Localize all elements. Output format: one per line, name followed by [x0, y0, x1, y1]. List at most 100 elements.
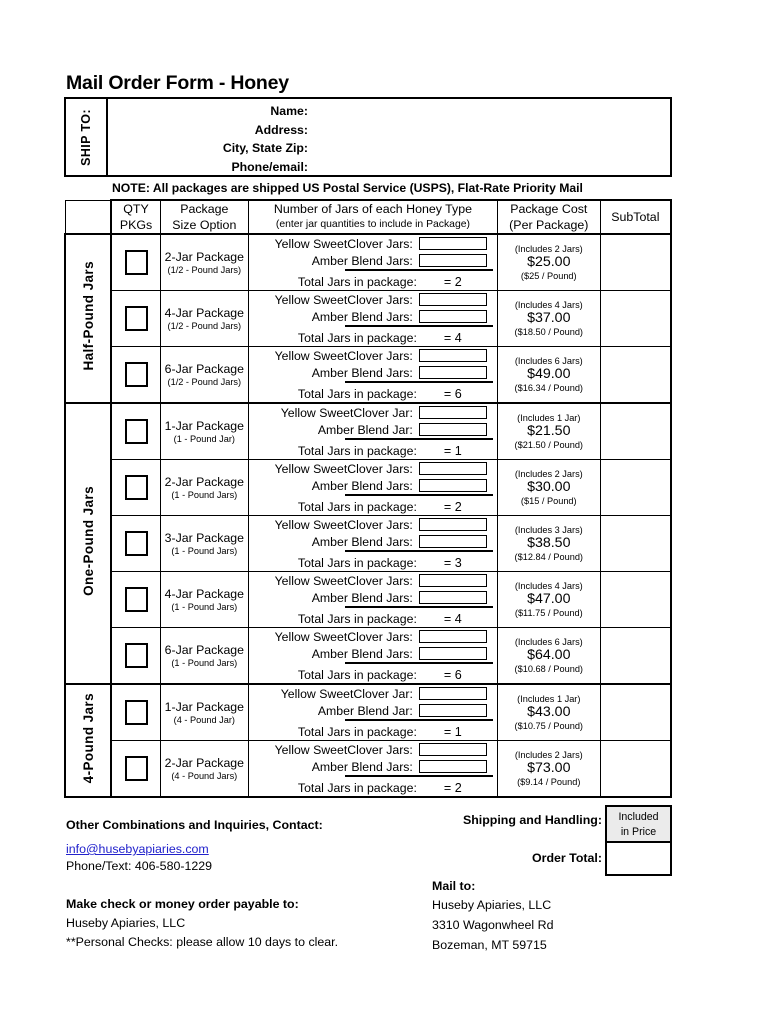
- amber-input[interactable]: [418, 647, 487, 660]
- sweetclover-input[interactable]: [418, 462, 487, 475]
- subtotal-cell[interactable]: [599, 402, 672, 460]
- contact-email-link[interactable]: info@husebyapiaries.com: [66, 842, 209, 856]
- sum-rule: [249, 606, 497, 610]
- subtotal-cell[interactable]: [599, 459, 672, 516]
- sweetclover-input[interactable]: [418, 406, 487, 419]
- sweetclover-line: Yellow SweetClover Jars:: [249, 291, 497, 308]
- qty-checkbox[interactable]: [124, 362, 148, 387]
- table-row: 4-Jar Package(1/2 - Pound Jars)Yellow Sw…: [65, 290, 672, 347]
- package-size-name: 4-Jar Package: [164, 305, 244, 320]
- amber-line: Amber Blend Jars:: [249, 252, 497, 269]
- package-cost-cell: (Includes 2 Jars)$73.00($9.14 / Pound): [496, 740, 601, 798]
- amber-input[interactable]: [418, 254, 487, 267]
- sweetclover-input[interactable]: [418, 687, 487, 700]
- qty-checkbox[interactable]: [124, 587, 148, 612]
- package-includes: (Includes 1 Jar): [517, 412, 581, 423]
- qty-checkbox[interactable]: [124, 250, 148, 275]
- package-price-per-pound: ($16.34 / Pound): [514, 383, 583, 394]
- shipping-value-line-1: Included: [618, 811, 659, 823]
- make-check-heading: Make check or money order payable to:: [66, 897, 299, 911]
- package-size-cell: 2-Jar Package(1/2 - Pound Jars): [159, 233, 250, 291]
- qty-checkbox[interactable]: [124, 419, 148, 444]
- shipping-value-line-2: in Price: [620, 826, 657, 838]
- package-size-name: 2-Jar Package: [164, 755, 244, 770]
- total-jars-label: Total Jars in package:: [297, 724, 417, 739]
- package-price-per-pound: ($18.50 / Pound): [514, 327, 583, 338]
- amber-input[interactable]: [418, 366, 487, 379]
- mail-to-line-1: Huseby Apiaries, LLC: [432, 898, 552, 912]
- sweetclover-label: Yellow SweetClover Jars:: [274, 292, 413, 307]
- amber-label: Amber Blend Jars:: [311, 478, 413, 493]
- package-size-name: 2-Jar Package: [164, 474, 244, 489]
- amber-input[interactable]: [418, 591, 487, 604]
- qty-cell: [110, 740, 161, 798]
- qty-checkbox[interactable]: [124, 756, 148, 781]
- subtotal-cell[interactable]: [599, 346, 672, 404]
- mail-to-heading: Mail to:: [432, 879, 476, 893]
- shipping-note: NOTE: All packages are shipped US Postal…: [112, 181, 583, 195]
- jar-quantities-cell: Yellow SweetClover Jars:Amber Blend Jars…: [248, 740, 498, 798]
- sweetclover-input[interactable]: [418, 518, 487, 531]
- sweetclover-input[interactable]: [418, 743, 487, 756]
- sweetclover-input[interactable]: [418, 349, 487, 362]
- sweetclover-line: Yellow SweetClover Jars:: [249, 572, 497, 589]
- amber-input[interactable]: [418, 310, 487, 323]
- amber-input[interactable]: [418, 423, 487, 436]
- package-price: $73.00: [527, 759, 571, 776]
- table-row: 6-Jar Package(1/2 - Pound Jars)Yellow Sw…: [65, 346, 672, 404]
- qty-checkbox[interactable]: [124, 475, 148, 500]
- amber-line: Amber Blend Jars:: [249, 364, 497, 381]
- ship-to-row-city: City, State Zip:: [108, 139, 670, 158]
- section-label-cell: 4-Pound Jars: [63, 683, 113, 798]
- amber-input[interactable]: [418, 704, 487, 717]
- subtotal-cell[interactable]: [599, 290, 672, 347]
- ship-to-name-label: Name:: [270, 104, 308, 118]
- qty-checkbox[interactable]: [124, 643, 148, 668]
- section-label: 4-Pound Jars: [80, 692, 96, 784]
- qty-checkbox[interactable]: [124, 531, 148, 556]
- subtotal-cell[interactable]: [599, 515, 672, 572]
- subtotal-cell[interactable]: [599, 571, 672, 628]
- sweetclover-input[interactable]: [418, 630, 487, 643]
- total-jars-line: Total Jars in package:= 6: [249, 666, 497, 683]
- total-jars-line: Total Jars in package:= 1: [249, 442, 497, 459]
- section-label: One-Pound Jars: [80, 486, 96, 596]
- other-contact-heading: Other Combinations and Inquiries, Contac…: [66, 818, 323, 832]
- subtotal-cell[interactable]: [599, 683, 672, 741]
- total-jars-label: Total Jars in package:: [297, 443, 417, 458]
- order-total-input[interactable]: [607, 843, 670, 873]
- mail-to-line-2: 3310 Wagonwheel Rd: [432, 918, 554, 932]
- total-jars-value: = 4: [443, 611, 462, 626]
- order-total-label: Order Total:: [532, 851, 602, 865]
- sweetclover-line: Yellow SweetClover Jars:: [249, 741, 497, 758]
- amber-input[interactable]: [418, 479, 487, 492]
- package-includes: (Includes 1 Jar): [517, 693, 581, 704]
- shipping-handling-value: Included in Price: [607, 807, 670, 843]
- column-header-size-main: Package: [180, 202, 229, 216]
- subtotal-cell[interactable]: [599, 740, 672, 798]
- total-jars-line: Total Jars in package:= 1: [249, 723, 497, 740]
- sweetclover-input[interactable]: [418, 293, 487, 306]
- package-size-cell: 3-Jar Package(1 - Pound Jars): [159, 515, 250, 572]
- jar-quantities-cell: Yellow SweetClover Jars:Amber Blend Jars…: [248, 515, 498, 572]
- subtotal-cell[interactable]: [599, 627, 672, 685]
- qty-checkbox[interactable]: [124, 700, 148, 725]
- subtotal-cell[interactable]: [599, 233, 672, 291]
- package-price-per-pound: ($12.84 / Pound): [514, 552, 583, 563]
- package-size-detail: (4 - Pound Jars): [171, 770, 238, 781]
- package-price: $38.50: [527, 534, 571, 551]
- qty-checkbox[interactable]: [124, 306, 148, 331]
- column-header-qty-sub: PKGs: [119, 218, 153, 232]
- amber-input[interactable]: [418, 760, 487, 773]
- qty-cell: [110, 290, 161, 347]
- jar-quantities-cell: Yellow SweetClover Jar:Amber Blend Jar:T…: [248, 402, 498, 460]
- sweetclover-input[interactable]: [418, 237, 487, 250]
- sweetclover-line: Yellow SweetClover Jars:: [249, 235, 497, 252]
- column-header-jars: Number of Jars of each Honey Type(enter …: [248, 199, 498, 235]
- total-jars-label: Total Jars in package:: [297, 667, 417, 682]
- sweetclover-input[interactable]: [418, 574, 487, 587]
- amber-input[interactable]: [418, 535, 487, 548]
